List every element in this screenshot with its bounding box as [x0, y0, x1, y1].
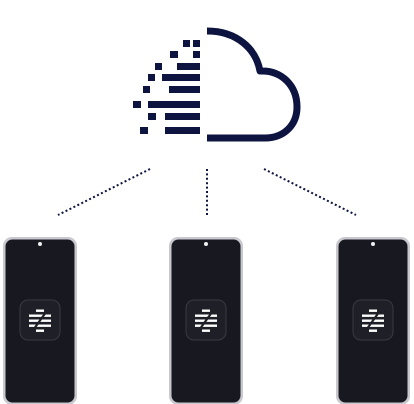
logo-bar	[29, 324, 51, 327]
logo-bar	[369, 309, 377, 312]
data-bit	[183, 40, 190, 47]
camera-dot	[38, 242, 42, 246]
cloud-outline	[206, 27, 301, 142]
data-bit	[140, 127, 148, 134]
logo-bar	[362, 314, 384, 317]
logo-bar	[202, 309, 210, 312]
data-bit	[165, 127, 200, 134]
data-bit	[155, 63, 162, 70]
logo-slash	[363, 307, 383, 334]
data-bit	[148, 101, 200, 108]
data-bit	[148, 113, 156, 120]
phone-center	[169, 237, 243, 404]
connector-left	[57, 168, 151, 216]
logo-slash	[196, 307, 216, 334]
data-bit	[143, 86, 150, 93]
logo-bar	[362, 324, 384, 327]
data-stream-icon	[133, 40, 200, 134]
data-bit	[193, 51, 200, 58]
app-logo-icon	[352, 299, 394, 341]
logo-bar	[36, 329, 44, 332]
app-logo-icon	[19, 299, 61, 341]
logo-slash	[30, 307, 50, 334]
logo-bar	[29, 314, 51, 317]
data-bit	[162, 74, 200, 81]
data-bit	[193, 40, 200, 47]
app-logo-icon	[185, 299, 227, 341]
cloud-icon	[206, 27, 301, 142]
camera-dot	[371, 242, 375, 246]
data-bit	[169, 86, 200, 93]
connector-right	[263, 168, 357, 216]
data-bit	[148, 74, 155, 81]
logo-bar	[36, 309, 44, 312]
connectors	[57, 168, 357, 216]
data-bit	[133, 101, 141, 108]
data-bit	[165, 113, 200, 120]
camera-dot	[204, 242, 208, 246]
data-bit	[170, 51, 178, 58]
devices	[3, 237, 410, 404]
logo-bar	[195, 324, 217, 327]
data-bit	[177, 63, 200, 70]
logo-bar	[195, 314, 217, 317]
phone-left	[3, 237, 77, 404]
logo-bar	[369, 329, 377, 332]
logo-bar	[202, 329, 210, 332]
phone-right	[336, 237, 410, 404]
